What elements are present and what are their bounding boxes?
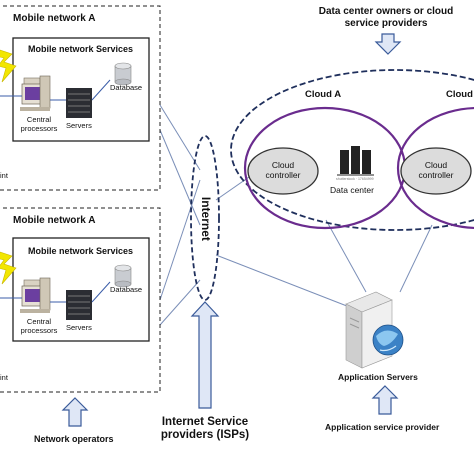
- shutterstock-watermark: shutterstock · 17654999: [336, 177, 374, 181]
- cloud-b-title: Cloud: [446, 89, 473, 100]
- isp-label: Internet Service providers (ISPs): [160, 416, 250, 442]
- cloud-b-controller-label: Cloud controller: [418, 160, 454, 180]
- application-servers-label: Application Servers: [338, 372, 418, 382]
- servers-label: Servers: [66, 323, 92, 332]
- network-links-bottom: [0, 281, 111, 303]
- endpoint-label: int: [0, 373, 8, 382]
- dc-owners-label: Data center owners or cloud service prov…: [318, 6, 454, 29]
- data-center-icon: [337, 146, 374, 176]
- cloud-a-controller-node: [247, 147, 319, 195]
- cloud-b-controller-node: [400, 147, 472, 195]
- mobile-network-title: Mobile network A: [13, 13, 96, 24]
- app-provider-label: Application service provider: [325, 422, 440, 432]
- connection-lines: [159, 104, 433, 326]
- isp-arrow: [190, 301, 220, 409]
- servers-label: Servers: [66, 121, 92, 130]
- network-operators-arrow: [61, 397, 89, 427]
- services-title: Mobile network Services: [28, 44, 134, 54]
- central-processors-label: Central processors: [20, 317, 58, 335]
- app-provider-arrow: [371, 385, 399, 415]
- network-links-top: [0, 79, 111, 101]
- database-icon: [114, 62, 132, 86]
- database-icon: [114, 264, 132, 288]
- internet-cloud: [190, 135, 220, 301]
- services-title: Mobile network Services: [28, 246, 134, 256]
- database-label: Database: [110, 83, 143, 92]
- server-icon: [66, 88, 92, 118]
- central-processors-label: Central processors: [20, 115, 58, 133]
- database-label: Database: [110, 285, 143, 294]
- central-processor-icon: [20, 277, 51, 313]
- internet-label: Internet: [198, 196, 213, 241]
- lightning-icon: [0, 49, 17, 83]
- lightning-icon: [0, 251, 17, 285]
- network-operators-label: Network operators: [34, 434, 114, 444]
- application-server-icon: [345, 291, 404, 369]
- mobile-network-box-bottom: [0, 207, 161, 393]
- dc-owners-arrow: [374, 33, 402, 55]
- central-processor-icon: [20, 75, 51, 111]
- data-center-label: Data center: [330, 185, 374, 195]
- server-icon: [66, 290, 92, 320]
- mobile-network-title: Mobile network A: [13, 215, 96, 226]
- endpoint-label: int: [0, 171, 8, 180]
- cloud-a-controller-label: Cloud controller: [265, 160, 301, 180]
- cloud-a-title: Cloud A: [305, 89, 342, 100]
- cloud-b-ellipse: [396, 106, 474, 230]
